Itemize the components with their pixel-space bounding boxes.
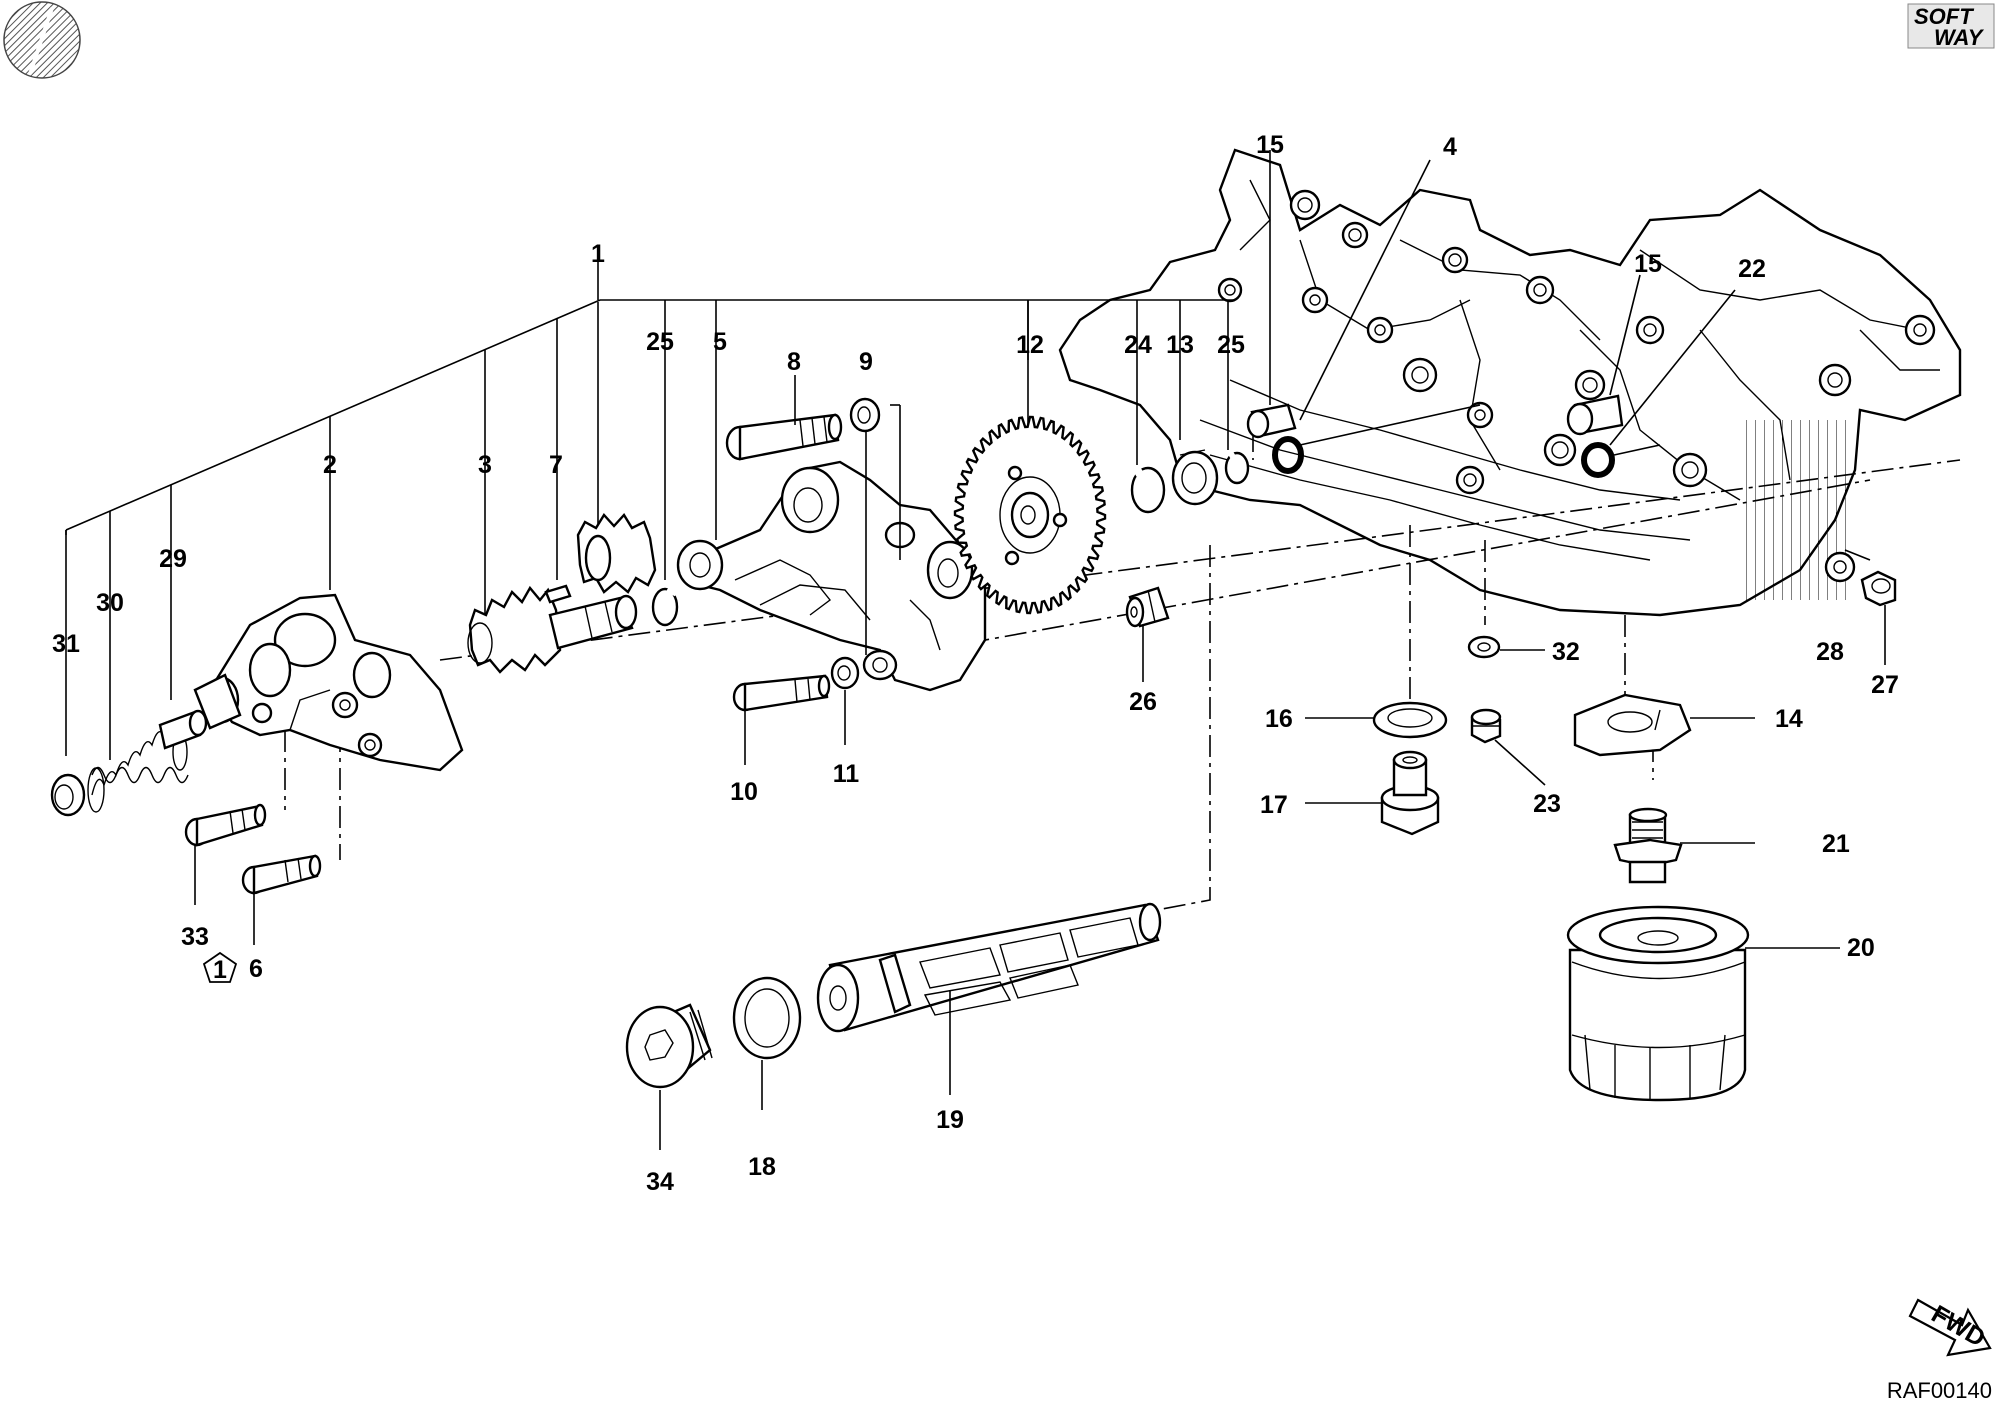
label-14: 14: [1775, 705, 1803, 733]
drain-plug-17: [1380, 750, 1440, 836]
part-labels: 1 2 3 4 5 6 7 8 9 10 11 12 13 14 15 15 1…: [52, 131, 1899, 1196]
note-symbol-text: 1: [213, 956, 227, 984]
label-27: 27: [1871, 671, 1899, 699]
label-10: 10: [730, 778, 758, 806]
crankcase: [1058, 148, 1962, 617]
washer-9: [849, 397, 881, 433]
label-9: 9: [859, 348, 873, 376]
label-7: 7: [549, 451, 563, 479]
label-2: 2: [323, 451, 337, 479]
label-18: 18: [748, 1153, 776, 1181]
spacer-14: [1573, 693, 1692, 757]
drawing-code: RAF00140: [1887, 1378, 1992, 1403]
label-30: 30: [96, 589, 124, 617]
label-32: 32: [1552, 638, 1580, 666]
strainer-plug-34: [625, 1003, 713, 1089]
label-6: 6: [249, 955, 263, 983]
bushing-26: [1125, 586, 1170, 628]
washer-28: [1824, 551, 1856, 583]
strainer-19: [816, 902, 1162, 1033]
pump-body: [676, 460, 987, 692]
label-34: 34: [646, 1168, 674, 1196]
label-25-left: 25: [646, 328, 674, 356]
circlip-25-right: [1224, 450, 1250, 485]
washer-32: [1467, 635, 1501, 659]
label-31: 31: [52, 630, 80, 658]
hatched-circle-icon: [3, 1, 81, 79]
label-15-right: 15: [1634, 250, 1662, 278]
dowel-15-right: [1566, 394, 1624, 436]
softway-logo-icon: SOFT WAY: [1907, 3, 1995, 50]
bolt-33: [184, 803, 267, 847]
label-11: 11: [833, 760, 860, 788]
label-19: 19: [936, 1106, 964, 1134]
label-20: 20: [1847, 934, 1875, 962]
relief-valve-plug: [50, 773, 86, 817]
shaft-key: [544, 584, 572, 604]
plug-23: [1470, 708, 1502, 744]
washer-11: [830, 656, 860, 690]
label-8: 8: [787, 348, 801, 376]
label-22: 22: [1738, 255, 1766, 283]
label-24: 24: [1124, 331, 1152, 359]
label-28: 28: [1816, 638, 1844, 666]
label-29: 29: [159, 545, 187, 573]
filter-nipple-21: [1613, 807, 1683, 884]
label-33: 33: [181, 923, 209, 951]
gasket-18: [732, 976, 802, 1060]
pump-drive-gear-shaft: [467, 585, 638, 674]
pump-cover: [193, 593, 464, 772]
leader-lines: [194, 150, 1886, 1150]
o-ring-22: [1581, 442, 1615, 478]
label-26: 26: [1129, 688, 1157, 716]
label-16: 16: [1265, 705, 1293, 733]
label-15-left: 15: [1256, 131, 1284, 159]
bolt-6: [241, 854, 322, 895]
label-17: 17: [1260, 791, 1288, 819]
label-4: 4: [1443, 133, 1457, 161]
circlip-left: [651, 587, 679, 627]
pentagon-note-icon: 1: [202, 951, 238, 984]
label-23: 23: [1533, 790, 1561, 818]
label-3: 3: [478, 451, 492, 479]
plug-27: [1860, 570, 1897, 607]
label-21: 21: [1822, 830, 1850, 858]
brand-top: SOFT: [1914, 4, 1974, 29]
fwd-arrow-icon: FWD: [1908, 1298, 1992, 1357]
label-13: 13: [1166, 331, 1194, 359]
brand-bottom: WAY: [1934, 25, 1985, 50]
label-12: 12: [1016, 331, 1044, 359]
relief-valve-piston: [158, 709, 208, 750]
oil-filter-20: [1566, 905, 1750, 1102]
dowel-15-left: [1246, 403, 1297, 439]
bolt-8: [725, 413, 843, 461]
label-5: 5: [713, 328, 727, 356]
circlip-24: [1130, 466, 1166, 514]
washer-16: [1372, 701, 1448, 739]
pump-driven-gear: [576, 513, 657, 594]
label-1: 1: [591, 240, 605, 268]
bolt-10: [732, 674, 831, 712]
label-25-right: 25: [1217, 331, 1245, 359]
pump-idle-gear: [953, 415, 1107, 615]
o-ring-4: [1272, 436, 1304, 474]
bearing-13: [1171, 449, 1219, 506]
